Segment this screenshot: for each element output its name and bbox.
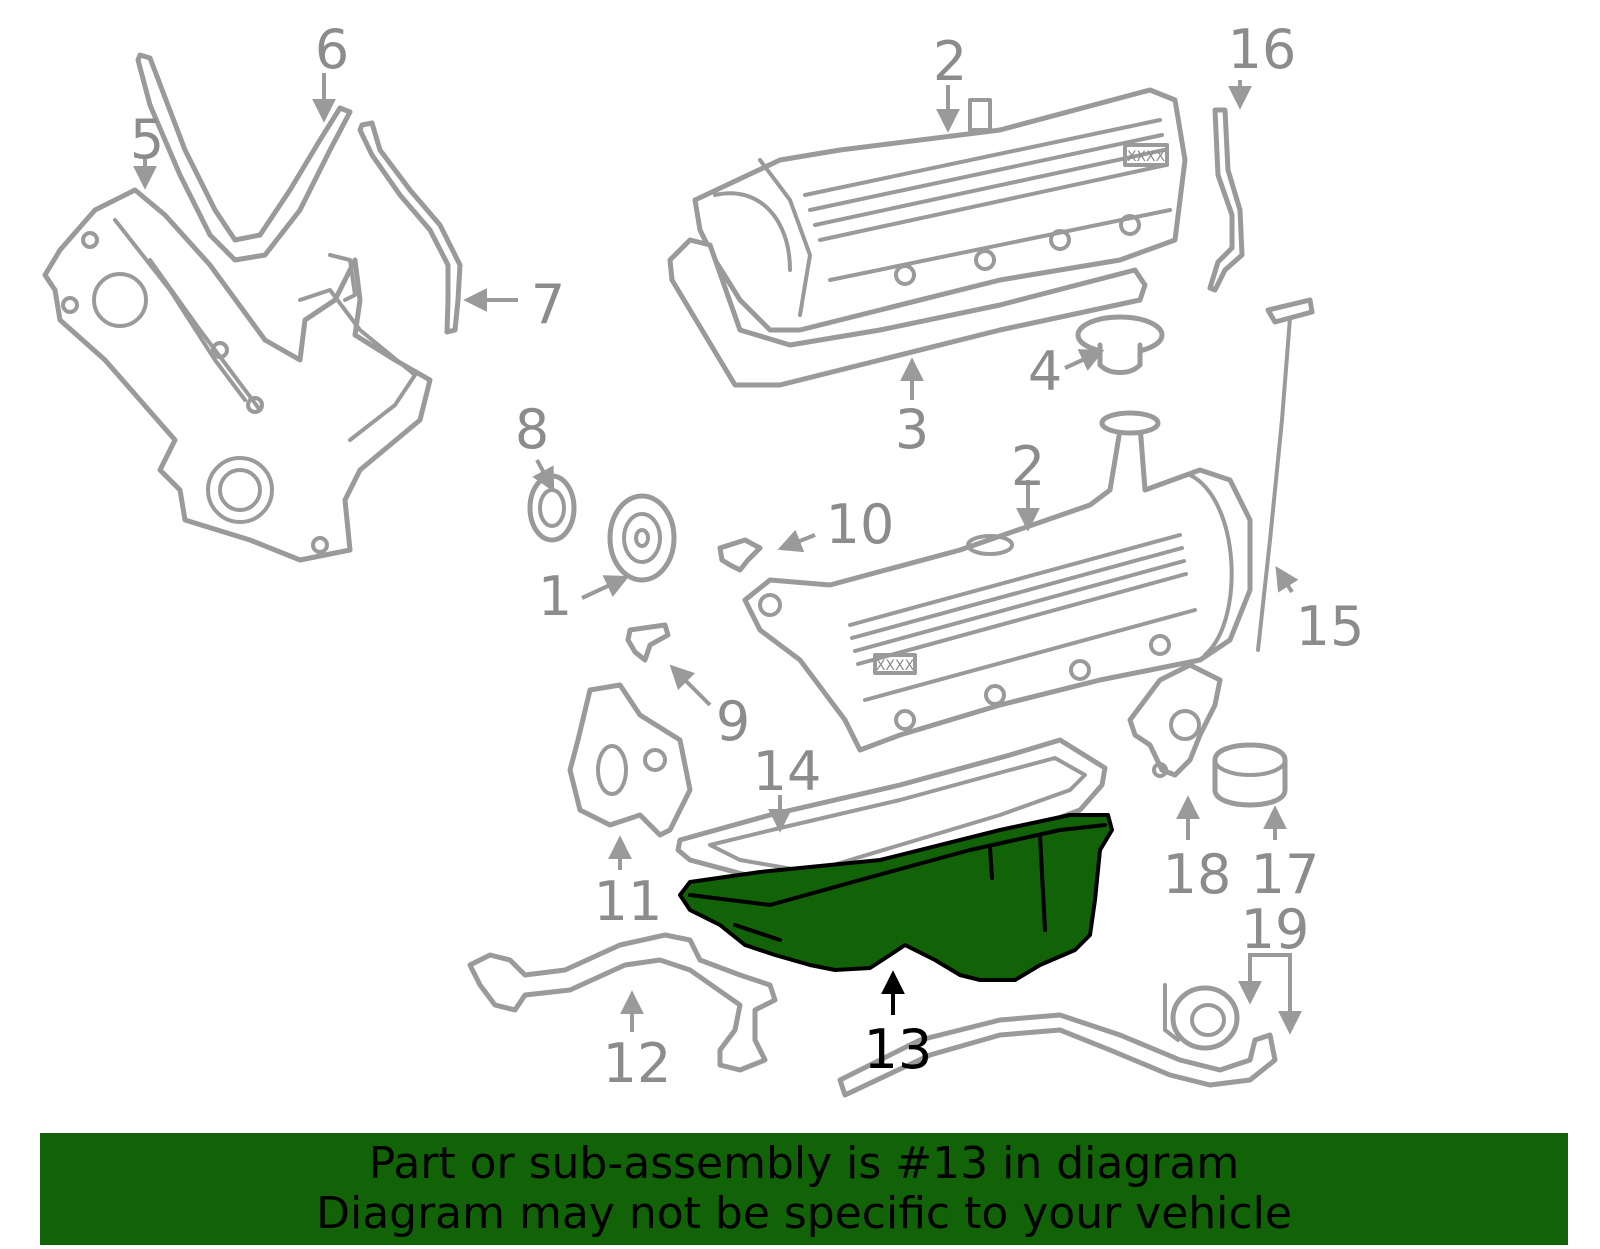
timing-cover-gasket-part (135, 52, 353, 263)
callout-14: 14 (753, 740, 822, 803)
callout-7: 7 (531, 273, 565, 336)
oil-filter-part (1212, 742, 1288, 808)
callout-2-upper: 2 (933, 30, 967, 93)
gasket-part (357, 120, 463, 335)
oil-filler-cap-part (1075, 314, 1165, 375)
callout-3: 3 (895, 398, 929, 461)
sensor-10-part (717, 537, 763, 573)
crankshaft-pulley-part (607, 493, 677, 583)
tensioner-part (1127, 662, 1223, 778)
callout-6: 6 (315, 18, 349, 81)
valve-cover-gasket-part (667, 237, 1148, 388)
oil-pickup-tube-part (467, 932, 778, 1073)
callout-4: 4 (1028, 340, 1062, 403)
callout-11: 11 (594, 870, 663, 933)
callout-15: 15 (1296, 595, 1365, 658)
callout-17: 17 (1251, 843, 1320, 906)
callout-5: 5 (130, 108, 164, 171)
valve-cover-lower-part (742, 410, 1253, 753)
banner-line-2: Diagram may not be specific to your vehi… (316, 1188, 1292, 1239)
callout-18: 18 (1163, 843, 1232, 906)
valve-cover-upper-part (692, 87, 1188, 333)
dipstick-part (1256, 297, 1315, 652)
dipstick-tube-upper-part (1207, 107, 1245, 293)
valve-cover-tag-upper: XXXX (1127, 149, 1166, 165)
callout-9: 9 (716, 690, 750, 753)
callout-arrows (133, 73, 1302, 1035)
info-banner: Part or sub-assembly is #13 in diagram D… (40, 1133, 1568, 1245)
oil-pump-part (567, 682, 693, 838)
callout-2-lower: 2 (1011, 435, 1045, 498)
callout-labels: 1 2 2 3 4 5 6 7 8 9 10 11 12 13 14 15 16… (130, 18, 1365, 1095)
valve-cover-tag-lower: XXXX (876, 658, 915, 674)
oil-pan-highlighted-part (678, 813, 1114, 982)
callout-16: 16 (1228, 18, 1297, 81)
banner-line-1: Part or sub-assembly is #13 in diagram (368, 1138, 1240, 1189)
callout-10: 10 (826, 493, 895, 556)
sensor-harness-part (837, 983, 1278, 1098)
callout-19: 19 (1241, 898, 1310, 961)
callout-12: 12 (603, 1032, 672, 1095)
sensor-9-part (625, 622, 671, 663)
timing-cover-part (42, 187, 433, 563)
callout-13: 13 (864, 1018, 933, 1081)
callout-1: 1 (538, 565, 572, 628)
callout-8: 8 (515, 398, 549, 461)
